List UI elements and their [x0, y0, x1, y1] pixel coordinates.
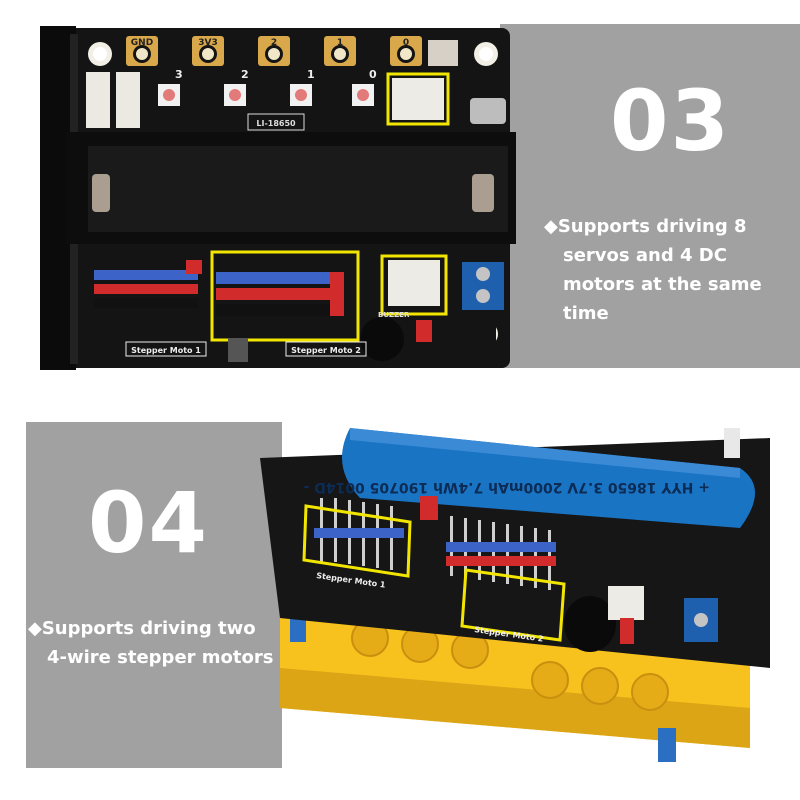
stepper-label-2-top: Stepper Moto 2 [291, 346, 361, 355]
bottom-caption: ◆Supports driving two 4-wire stepper mot… [28, 614, 273, 672]
caption-line-4: time [563, 303, 609, 324]
section-number-04: 04 [88, 474, 209, 572]
battery-holder-label: LI-18650 [256, 119, 296, 128]
top-caption-panel [500, 24, 800, 368]
caption-line-3: motors at the same [563, 274, 762, 295]
top-board-photo: GND 3V3 2 1 0 3 2 1 0 LI-18650 [40, 26, 516, 370]
label-p2: 2 [271, 38, 277, 48]
led-label-1: 1 [307, 68, 315, 81]
bottom-caption-panel [26, 422, 282, 768]
section-number-03: 03 [610, 72, 731, 170]
buzzer-label: BUZZER [378, 311, 410, 319]
led-label-2: 2 [241, 68, 249, 81]
caption-line-1: Supports driving two [41, 618, 256, 639]
label-gnd: GND [131, 38, 153, 48]
caption-line-2: 4-wire stepper motors [47, 647, 274, 668]
label-p0: 0 [403, 38, 409, 48]
caption-line-2: servos and 4 DC [563, 245, 727, 266]
caption-line-1: Supports driving 8 [557, 216, 747, 237]
label-p1: 1 [337, 38, 343, 48]
bullet-icon: ◆ [544, 216, 558, 237]
stepper-label-1-top: Stepper Moto 1 [131, 346, 201, 355]
bullet-icon: ◆ [28, 618, 42, 639]
led-label-0: 0 [369, 68, 377, 81]
led-label-3: 3 [175, 68, 183, 81]
label-3v3: 3V3 [198, 38, 218, 48]
battery-text: + HYY 18650 3.7V 2000mAh 7.4Wh 190705 00… [303, 479, 710, 495]
top-caption: ◆Supports driving 8 servos and 4 DC moto… [544, 212, 762, 328]
bottom-board-photo: + HYY 18650 3.7V 2000mAh 7.4Wh 190705 00… [260, 428, 770, 762]
